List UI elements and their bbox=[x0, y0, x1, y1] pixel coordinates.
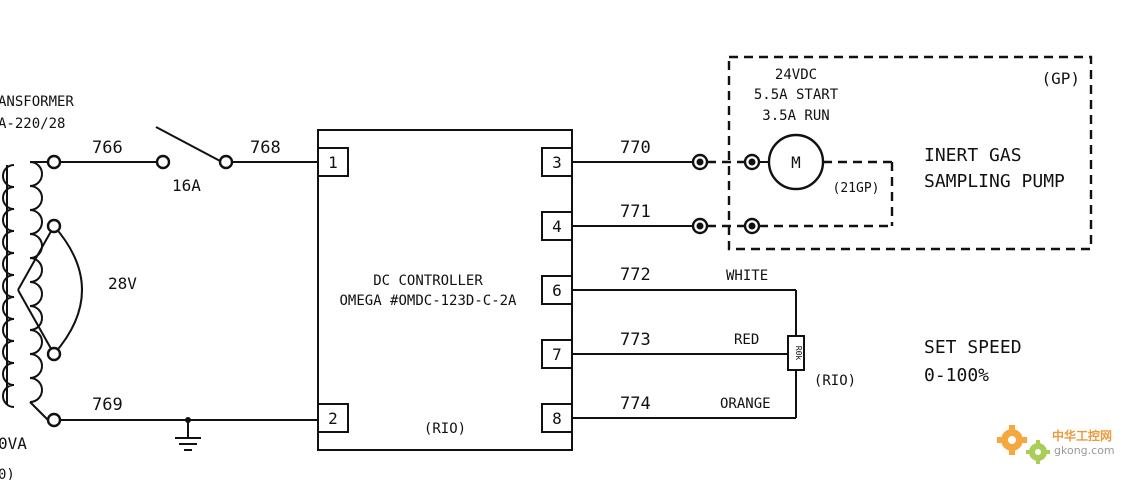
breaker-terminal-right bbox=[218, 154, 234, 170]
dc-controller: DC CONTROLLER OMEGA #OMDC-123D-C-2A (RIO… bbox=[317, 129, 573, 451]
svg-text:6: 6 bbox=[552, 281, 562, 300]
watermark-url: gkong.com bbox=[1054, 444, 1115, 457]
svg-text:1: 1 bbox=[328, 153, 338, 172]
set-speed-line2: 0-100% bbox=[924, 365, 989, 386]
set-speed-line1: SET SPEED bbox=[924, 337, 1022, 358]
transformer-secondary-coil bbox=[29, 161, 43, 403]
transformer-terminal-bottom bbox=[46, 412, 62, 428]
svg-text:7: 7 bbox=[552, 345, 562, 364]
transformer-secondary-voltage: 28V bbox=[108, 274, 137, 293]
breaker-rating: 16A bbox=[172, 176, 201, 195]
ground-icon bbox=[175, 417, 201, 451]
watermark-cn: 中华工控网 bbox=[1052, 428, 1112, 443]
motor-icon: M bbox=[767, 133, 825, 191]
svg-text:4: 4 bbox=[552, 217, 562, 236]
potentiometer-wiring: 772 WHITE 773 RED 774 ORANGE R0k (RIO) S… bbox=[572, 265, 1022, 419]
wire-label-773: 773 bbox=[620, 330, 651, 350]
tap-arc bbox=[53, 225, 83, 355]
controller-terminal-6: 6 bbox=[541, 275, 573, 305]
transformer: ANSFORMER A-220/28 28V 0VA 0) bbox=[0, 94, 137, 480]
line-769: 769 bbox=[46, 395, 318, 451]
transformer-title-line2: A-220/28 bbox=[0, 116, 65, 132]
watermark-logo: 中华工控网 gkong.com bbox=[997, 425, 1115, 464]
wire-label-770: 770 bbox=[620, 138, 651, 158]
wire-label-769: 769 bbox=[92, 395, 123, 415]
wire-label-771: 771 bbox=[620, 202, 651, 222]
pump-spec-line1: 24VDC bbox=[775, 67, 817, 83]
transformer-ref: 0) bbox=[0, 467, 15, 480]
wire-label-768: 768 bbox=[250, 138, 281, 158]
svg-text:8: 8 bbox=[552, 409, 562, 428]
pump-spec-line3: 3.5A RUN bbox=[762, 108, 829, 124]
transformer-title-line1: ANSFORMER bbox=[0, 94, 74, 110]
controller-line1: DC CONTROLLER bbox=[373, 273, 483, 289]
controller-terminal-4: 4 bbox=[541, 211, 573, 241]
gear-icon-small bbox=[1026, 440, 1050, 464]
controller-terminal-7: 7 bbox=[541, 339, 573, 369]
pump-desc-line1: INERT GAS bbox=[924, 145, 1022, 166]
pump-enclosure bbox=[727, 55, 1093, 251]
breaker-terminal-left bbox=[155, 154, 171, 170]
motor-ref: (21GP) bbox=[833, 181, 880, 196]
breaker-blade bbox=[155, 126, 223, 163]
wire-color-white: WHITE bbox=[726, 268, 768, 284]
gear-icon bbox=[997, 425, 1027, 455]
wire-label-774: 774 bbox=[620, 394, 651, 414]
wire-label-766: 766 bbox=[92, 138, 123, 158]
controller-terminal-1: 1 bbox=[317, 147, 349, 177]
connector-770 bbox=[691, 153, 768, 171]
controller-line2: OMEGA #OMDC-123D-C-2A bbox=[339, 293, 517, 309]
connector-771 bbox=[691, 217, 892, 235]
potentiometer-ref: (RIO) bbox=[814, 373, 856, 389]
transformer-terminal-top bbox=[46, 154, 62, 170]
wire-color-red: RED bbox=[734, 332, 759, 348]
potentiometer-body-label: R0k bbox=[794, 346, 803, 361]
pump-spec-line2: 5.5A START bbox=[754, 87, 839, 103]
wire-color-orange: ORANGE bbox=[720, 396, 771, 412]
line-766-768: 766 16A 768 bbox=[46, 126, 318, 195]
controller-body bbox=[317, 129, 573, 451]
transformer-rating: 0VA bbox=[0, 434, 27, 453]
controller-terminal-3: 3 bbox=[541, 147, 573, 177]
tap-cross-b bbox=[17, 289, 55, 355]
pump-desc-line2: SAMPLING PUMP bbox=[924, 171, 1065, 192]
tap-terminal-top bbox=[46, 218, 62, 234]
svg-text:2: 2 bbox=[328, 409, 338, 428]
controller-terminal-2: 2 bbox=[317, 403, 349, 433]
transformer-primary-coil bbox=[2, 164, 15, 408]
controller-ref: (RIO) bbox=[424, 421, 466, 437]
controller-terminal-8: 8 bbox=[541, 403, 573, 433]
potentiometer-icon: R0k bbox=[787, 335, 805, 371]
pump-box-ref: (GP) bbox=[1041, 69, 1080, 88]
wire-label-772: 772 bbox=[620, 265, 651, 285]
tap-cross-a bbox=[17, 225, 55, 291]
svg-text:3: 3 bbox=[552, 153, 562, 172]
motor-label: M bbox=[791, 153, 801, 172]
pump-assembly: (GP) 24VDC 5.5A START 3.5A RUN M (21GP) … bbox=[727, 55, 1093, 251]
tap-terminal-bottom bbox=[46, 346, 62, 362]
pump-wiring: 770 771 bbox=[572, 138, 892, 235]
